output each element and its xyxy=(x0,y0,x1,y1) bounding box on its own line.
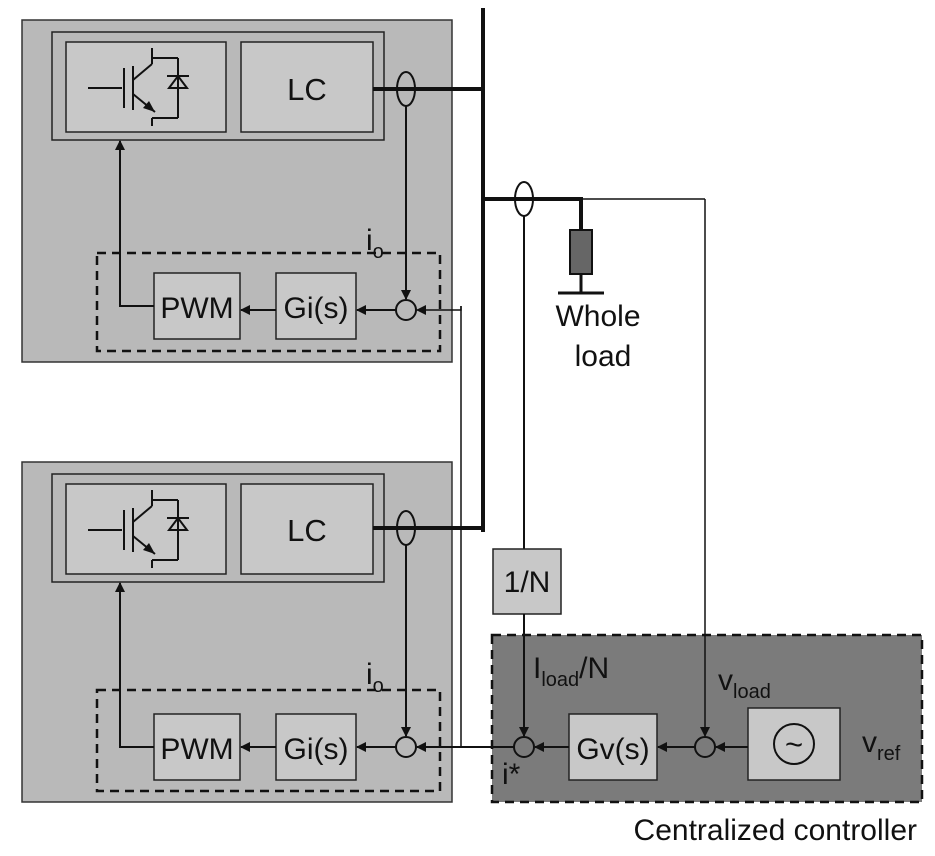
ac-source-icon xyxy=(773,723,815,765)
lc-label-bottom: LC xyxy=(287,513,327,548)
pwm-to-switch-arrow-bottom xyxy=(115,582,154,748)
gv-block xyxy=(568,713,658,781)
vload-label: vload xyxy=(718,664,771,703)
istar-label: i* xyxy=(502,758,521,791)
iload-label: Iload/N xyxy=(533,652,609,691)
module-bottom: LC PWM Gi(s) io xyxy=(21,461,453,803)
summing-junction-iref xyxy=(513,736,535,758)
igbt-switch-icon xyxy=(88,490,189,568)
gi-block-bottom xyxy=(275,713,357,781)
current-loop-dashed-box-top xyxy=(95,251,442,353)
lc-filter-block-bottom xyxy=(240,483,374,575)
gi-label-bottom: Gi(s) xyxy=(284,733,349,766)
controller-caption: Centralized controller xyxy=(634,814,917,847)
gi-label-top: Gi(s) xyxy=(284,292,349,325)
current-loop-dashed-box-bottom xyxy=(95,688,442,793)
lc-label-top: LC xyxy=(287,72,327,107)
centralized-controller: 1/N Iload/N i* Gv(s) vload ~ vref xyxy=(416,199,924,804)
whole-load-label-line2: load xyxy=(575,340,632,373)
controller-dashed-box xyxy=(490,633,924,804)
pwm-label-top: PWM xyxy=(160,292,233,325)
pwm-to-switch-arrow-top xyxy=(115,140,154,307)
divider-block xyxy=(492,548,562,615)
io-label-bottom: io xyxy=(366,658,384,697)
module-top: LC PWM Gi(s) io xyxy=(21,19,462,363)
vref-label: vref xyxy=(862,726,901,765)
whole-load-label-line1: Whole xyxy=(555,300,640,333)
vref-source-block xyxy=(747,707,841,781)
gv-label: Gv(s) xyxy=(576,733,649,766)
load-resistor xyxy=(569,229,593,275)
ac-source-symbol: ~ xyxy=(785,727,803,762)
divider-label: 1/N xyxy=(504,566,551,599)
pwm-block-bottom xyxy=(153,713,241,781)
summing-junction-bottom xyxy=(395,736,417,758)
pwm-block-top xyxy=(153,272,241,340)
pwm-label-bottom: PWM xyxy=(160,733,233,766)
summing-junction-voltage xyxy=(694,736,716,758)
lc-filter-block-top xyxy=(240,41,374,133)
igbt-switch-icon xyxy=(88,48,189,126)
summing-junction-top xyxy=(395,299,417,321)
io-label-top: io xyxy=(366,224,384,263)
